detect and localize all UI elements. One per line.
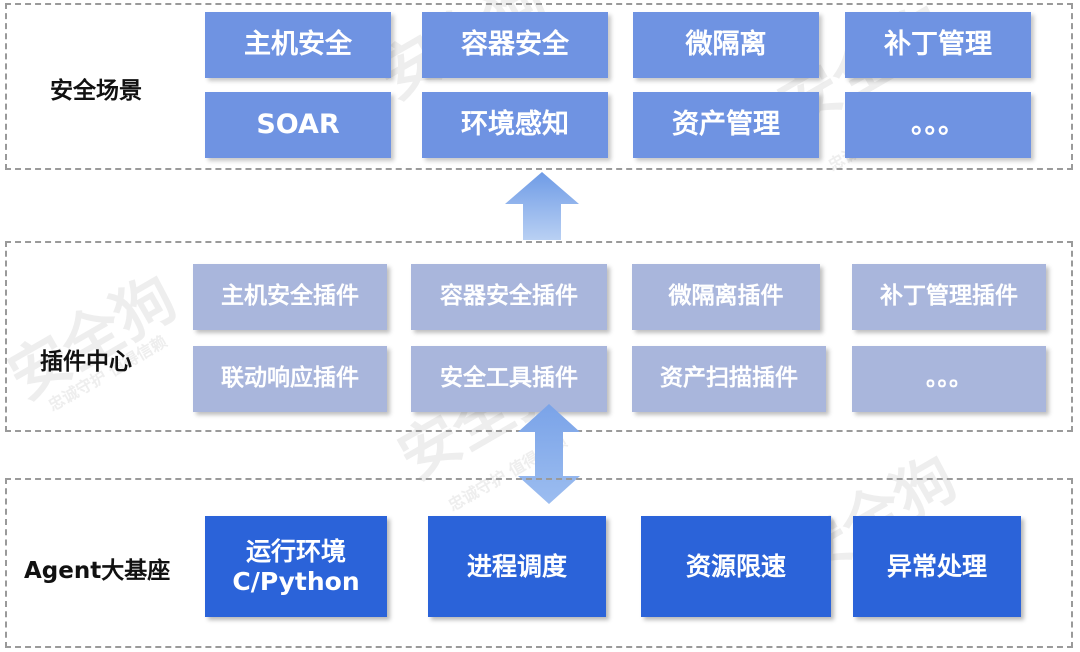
scene-item-asset-management: 资产管理 xyxy=(633,92,819,158)
agent-item-exception-handling: 异常处理 xyxy=(853,516,1021,617)
scene-item-host-security: 主机安全 xyxy=(205,12,391,78)
plugin-layer-label: 插件中心 xyxy=(40,349,132,375)
plugin-item-security-tools: 安全工具插件 xyxy=(411,346,607,412)
scene-item-more: 。。。 xyxy=(845,92,1031,158)
up-arrow-icon xyxy=(505,172,579,240)
scene-item-soar: SOAR xyxy=(205,92,391,158)
plugin-item-host-security: 主机安全插件 xyxy=(193,264,387,330)
scene-item-patch-management: 补丁管理 xyxy=(845,12,1031,78)
scene-item-container-security: 容器安全 xyxy=(422,12,608,78)
plugin-item-micro-segmentation: 微隔离插件 xyxy=(632,264,820,330)
plugin-item-linkage-response: 联动响应插件 xyxy=(193,346,387,412)
agent-item-resource-limiting: 资源限速 xyxy=(641,516,831,617)
scene-item-micro-segmentation: 微隔离 xyxy=(633,12,819,78)
agent-item-runtime: 运行环境 C/Python xyxy=(205,516,387,617)
plugin-item-more: 。。。 xyxy=(852,346,1046,412)
scene-item-environment-awareness: 环境感知 xyxy=(422,92,608,158)
agent-item-process-scheduling: 进程调度 xyxy=(428,516,606,617)
plugin-item-patch-management: 补丁管理插件 xyxy=(852,264,1046,330)
agent-layer-frame xyxy=(5,478,1073,648)
agent-layer-label: Agent大基座 xyxy=(24,558,171,584)
agent-item-runtime-line1: 运行环境 xyxy=(245,536,346,566)
plugin-item-asset-scanning: 资产扫描插件 xyxy=(632,346,826,412)
plugin-item-container-security: 容器安全插件 xyxy=(411,264,607,330)
scene-layer-frame xyxy=(5,3,1073,170)
agent-item-runtime-line2: C/Python xyxy=(232,566,360,596)
scene-layer-label: 安全场景 xyxy=(50,78,142,104)
